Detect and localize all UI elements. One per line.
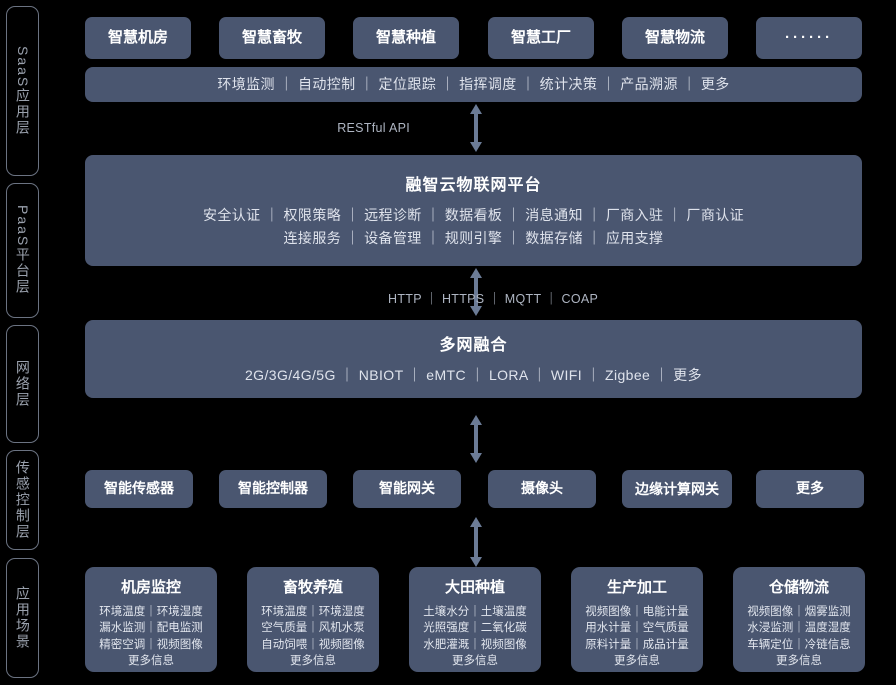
saas-capability-bar: 环境监测 ｜ 自动控制 ｜ 定位跟踪 ｜ 指挥调度 ｜ 统计决策 ｜ 产品溯源 … (85, 67, 862, 102)
scenario-card-line: 精密空调｜视频图像 (99, 638, 203, 651)
scenario-card-line: 光照强度｜二氧化碳 (423, 622, 527, 635)
scenario-card-field-planting[interactable]: 大田种植 土壤水分｜土壤温度 光照强度｜二氧化碳 水肥灌溉｜视频图像 更多信息 (409, 567, 541, 672)
device-chip-smart-controller[interactable]: 智能控制器 (219, 470, 327, 508)
saas-app-chip-label: ······ (785, 28, 833, 46)
device-chip-smart-gateway[interactable]: 智能网关 (353, 470, 461, 508)
scenario-card-line: 水肥灌溉｜视频图像 (423, 638, 527, 651)
scenario-card-title: 畜牧养殖 (282, 579, 343, 596)
network-fusion-title: 多网融合 (439, 336, 508, 354)
saas-app-chip-smart-livestock[interactable]: 智慧畜牧 (219, 17, 325, 59)
scenario-card-title: 大田种植 (444, 579, 505, 596)
scenario-card-line: 车辆定位｜冷链信息 (747, 638, 851, 651)
layer-tab-sensing: 传感控制层 (6, 450, 39, 550)
layer-tab-scenario: 应用场景 (6, 558, 39, 678)
saas-app-chip-label: 智慧机房 (107, 28, 168, 46)
saas-app-chip-more[interactable]: ······ (756, 17, 862, 59)
saas-app-chip-smart-datacenter[interactable]: 智慧机房 (85, 17, 191, 59)
device-chip-label: 智能控制器 (238, 480, 308, 497)
connector-protocols-arrow (470, 268, 482, 316)
scenario-card-line: 自动饲喂｜视频图像 (261, 638, 365, 651)
saas-app-chip-smart-planting[interactable]: 智慧种植 (353, 17, 459, 59)
connector-restful-api-label: RESTful API (337, 121, 410, 135)
paas-service-line-2: 连接服务 ｜ 设备管理 ｜ 规则引擎 ｜ 数据存储 ｜ 应用支撑 (283, 230, 664, 246)
layer-rail: SaaS应用层 PaaS平台层 网络层 传感控制层 应用场景 (6, 0, 42, 685)
scenario-card-line: 空气质量｜风机水泵 (261, 622, 365, 635)
device-chip-smart-sensor[interactable]: 智能传感器 (85, 470, 193, 508)
device-chip-more[interactable]: 更多 (756, 470, 864, 508)
scenario-card-line: 用水计量｜空气质量 (585, 622, 689, 635)
saas-app-chip-label: 智慧物流 (644, 28, 705, 46)
saas-app-chip-smart-logistics[interactable]: 智慧物流 (622, 17, 728, 59)
scenario-card-livestock-breeding[interactable]: 畜牧养殖 环境温度｜环境湿度 空气质量｜风机水泵 自动饲喂｜视频图像 更多信息 (247, 567, 379, 672)
scenario-card-line: 水浸监测｜温度湿度 (747, 622, 851, 635)
device-chip-label: 更多 (796, 480, 824, 497)
saas-capability-list: 环境监测 ｜ 自动控制 ｜ 定位跟踪 ｜ 指挥调度 ｜ 统计决策 ｜ 产品溯源 … (217, 75, 730, 92)
layer-tab-saas-label: SaaS应用层 (14, 45, 31, 137)
scenario-card-production-processing[interactable]: 生产加工 视频图像｜电能计量 用水计量｜空气质量 原料计量｜成品计量 更多信息 (571, 567, 703, 672)
device-chip-label: 智能传感器 (104, 480, 174, 497)
paas-platform-box: 融智云物联网平台 安全认证 ｜ 权限策略 ｜ 远程诊断 ｜ 数据看板 ｜ 消息通… (85, 155, 862, 266)
network-technology-list: 2G/3G/4G/5G ｜ NBIOT ｜ eMTC ｜ LORA ｜ WIFI… (245, 366, 702, 383)
layer-tab-network: 网络层 (6, 325, 39, 443)
connector-network-sensing-arrow (470, 415, 482, 463)
scenario-card-title: 仓储物流 (768, 579, 829, 596)
scenario-card-title: 机房监控 (120, 579, 181, 596)
network-fusion-box: 多网融合 2G/3G/4G/5G ｜ NBIOT ｜ eMTC ｜ LORA ｜… (85, 320, 862, 398)
layer-tab-sensing-label: 传感控制层 (14, 460, 31, 540)
scenario-card-line: 视频图像｜烟雾监测 (747, 606, 851, 618)
scenario-card-line: 更多信息 (290, 654, 336, 667)
layer-tab-paas-label: PaaS平台层 (14, 205, 31, 296)
scenario-card-line: 视频图像｜电能计量 (585, 606, 689, 618)
saas-app-chip-label: 智慧工厂 (510, 28, 571, 46)
scenario-card-line: 漏水监测｜配电监测 (99, 622, 203, 635)
scenario-card-line: 更多信息 (452, 654, 498, 667)
paas-service-line-1: 安全认证 ｜ 权限策略 ｜ 远程诊断 ｜ 数据看板 ｜ 消息通知 ｜ 厂商入驻 … (202, 206, 745, 223)
scenario-card-datacenter-monitoring[interactable]: 机房监控 环境温度｜环境湿度 漏水监测｜配电监测 精密空调｜视频图像 更多信息 (85, 567, 217, 672)
scenario-card-title: 生产加工 (606, 579, 667, 596)
device-chip-label: 智能网关 (379, 480, 435, 497)
device-chip-label: 边缘计算网关 (635, 480, 719, 497)
layer-tab-network-label: 网络层 (14, 360, 31, 408)
scenario-card-line: 更多信息 (128, 654, 174, 667)
scenario-card-line: 更多信息 (614, 654, 660, 667)
scenario-card-line: 原料计量｜成品计量 (585, 638, 689, 651)
layer-tab-saas: SaaS应用层 (6, 6, 39, 176)
layer-tab-scenario-label: 应用场景 (14, 586, 31, 650)
saas-app-chip-label: 智慧畜牧 (241, 28, 302, 46)
connector-restful-api-arrow (470, 104, 482, 152)
scenario-card-line: 环境温度｜环境湿度 (261, 606, 365, 618)
scenario-card-warehouse-logistics[interactable]: 仓储物流 视频图像｜烟雾监测 水浸监测｜温度湿度 车辆定位｜冷链信息 更多信息 (733, 567, 865, 672)
scenario-card-line: 更多信息 (776, 654, 822, 667)
scenario-card-line: 环境温度｜环境湿度 (99, 606, 203, 618)
saas-app-chip-smart-factory[interactable]: 智慧工厂 (488, 17, 594, 59)
scenario-card-line: 土壤水分｜土壤温度 (423, 606, 527, 618)
connector-sensing-scenario-arrow (470, 517, 482, 567)
connector-protocols-label: HTTP ｜ HTTPS ｜ MQTT ｜ COAP (388, 292, 599, 306)
paas-platform-title: 融智云物联网平台 (405, 176, 542, 194)
layer-tab-paas: PaaS平台层 (6, 183, 39, 318)
saas-app-chip-label: 智慧种植 (375, 28, 436, 46)
device-chip-label: 摄像头 (521, 480, 563, 497)
device-chip-camera[interactable]: 摄像头 (488, 470, 596, 508)
device-chip-edge-computing-gateway[interactable]: 边缘计算网关 (622, 470, 732, 508)
